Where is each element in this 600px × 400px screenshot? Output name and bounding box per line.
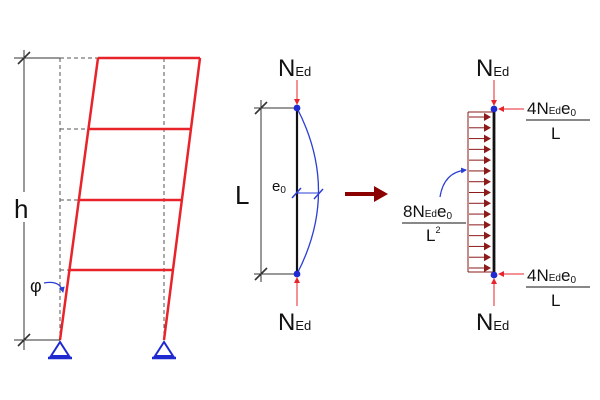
eq-axial-label-bottom: NEd <box>476 309 509 336</box>
end-force-formula-bottom: 4NEde0 L <box>526 266 590 310</box>
eccentricity-tick <box>291 187 302 199</box>
svg-text:L2: L2 <box>426 225 440 245</box>
distributed-load-arrowhead <box>484 188 491 197</box>
axial-load-label-top: NEd <box>278 55 311 82</box>
distributed-load-formula: 8NEde0 L2 <box>402 202 466 245</box>
transform-arrow <box>345 186 388 202</box>
length-dimension <box>254 100 297 282</box>
eccentricity-tick <box>313 188 324 200</box>
angle-label: φ <box>30 276 42 296</box>
distributed-load-arrowhead <box>484 253 491 262</box>
distributed-load-arrowhead <box>484 145 491 154</box>
svg-text:8NEde0: 8NEde0 <box>403 202 452 222</box>
distributed-load-arrowhead <box>484 210 491 219</box>
distributed-load-arrowhead <box>484 231 491 240</box>
distributed-load-arrowhead <box>484 264 491 272</box>
distributed-load-pointer <box>439 167 467 198</box>
equivalent-node-top <box>490 105 498 113</box>
deflected-shape <box>296 107 320 275</box>
distributed-load-arrows <box>469 113 491 272</box>
pin-support-icon <box>49 340 71 357</box>
distributed-load-arrowhead <box>484 134 491 143</box>
length-label: L <box>235 180 249 210</box>
distributed-load-arrowhead <box>484 123 491 132</box>
distributed-load-arrowhead <box>484 199 491 208</box>
end-force-denominator-top: L <box>551 124 560 143</box>
axial-load-label-bottom: NEd <box>278 309 311 336</box>
svg-text:4NEde0: 4NEde0 <box>527 266 576 286</box>
distributed-load-arrowhead <box>484 166 491 175</box>
eccentricity-label: e0 <box>272 178 286 196</box>
end-force-formula-top: 4NEde0 L <box>526 99 590 143</box>
equivalent-node-bottom <box>490 271 498 279</box>
distributed-load-arrowhead <box>484 156 491 165</box>
height-label: h <box>14 194 28 224</box>
imperfect-column: L NEd NEd e0 <box>232 55 324 336</box>
distributed-load <box>467 111 493 273</box>
angle-arc <box>43 281 65 293</box>
distributed-load-arrowhead <box>484 113 491 121</box>
column-node-top <box>293 104 301 112</box>
distributed-load-arrowhead <box>484 242 491 251</box>
distributed-load-arrowhead <box>484 177 491 186</box>
distributed-load-arrowhead <box>484 220 491 229</box>
eq-axial-label-top: NEd <box>476 55 509 82</box>
end-force-denominator-bottom: L <box>551 291 560 310</box>
pin-support-icon <box>153 340 175 357</box>
equivalent-load-system: NEd NEd 4NEde0 L 4NEde0 L 8NEde0 L2 <box>402 55 590 336</box>
sway-frame: h φ <box>8 50 202 360</box>
column-node-bottom <box>293 270 301 278</box>
svg-text:4NEde0: 4NEde0 <box>527 99 576 119</box>
